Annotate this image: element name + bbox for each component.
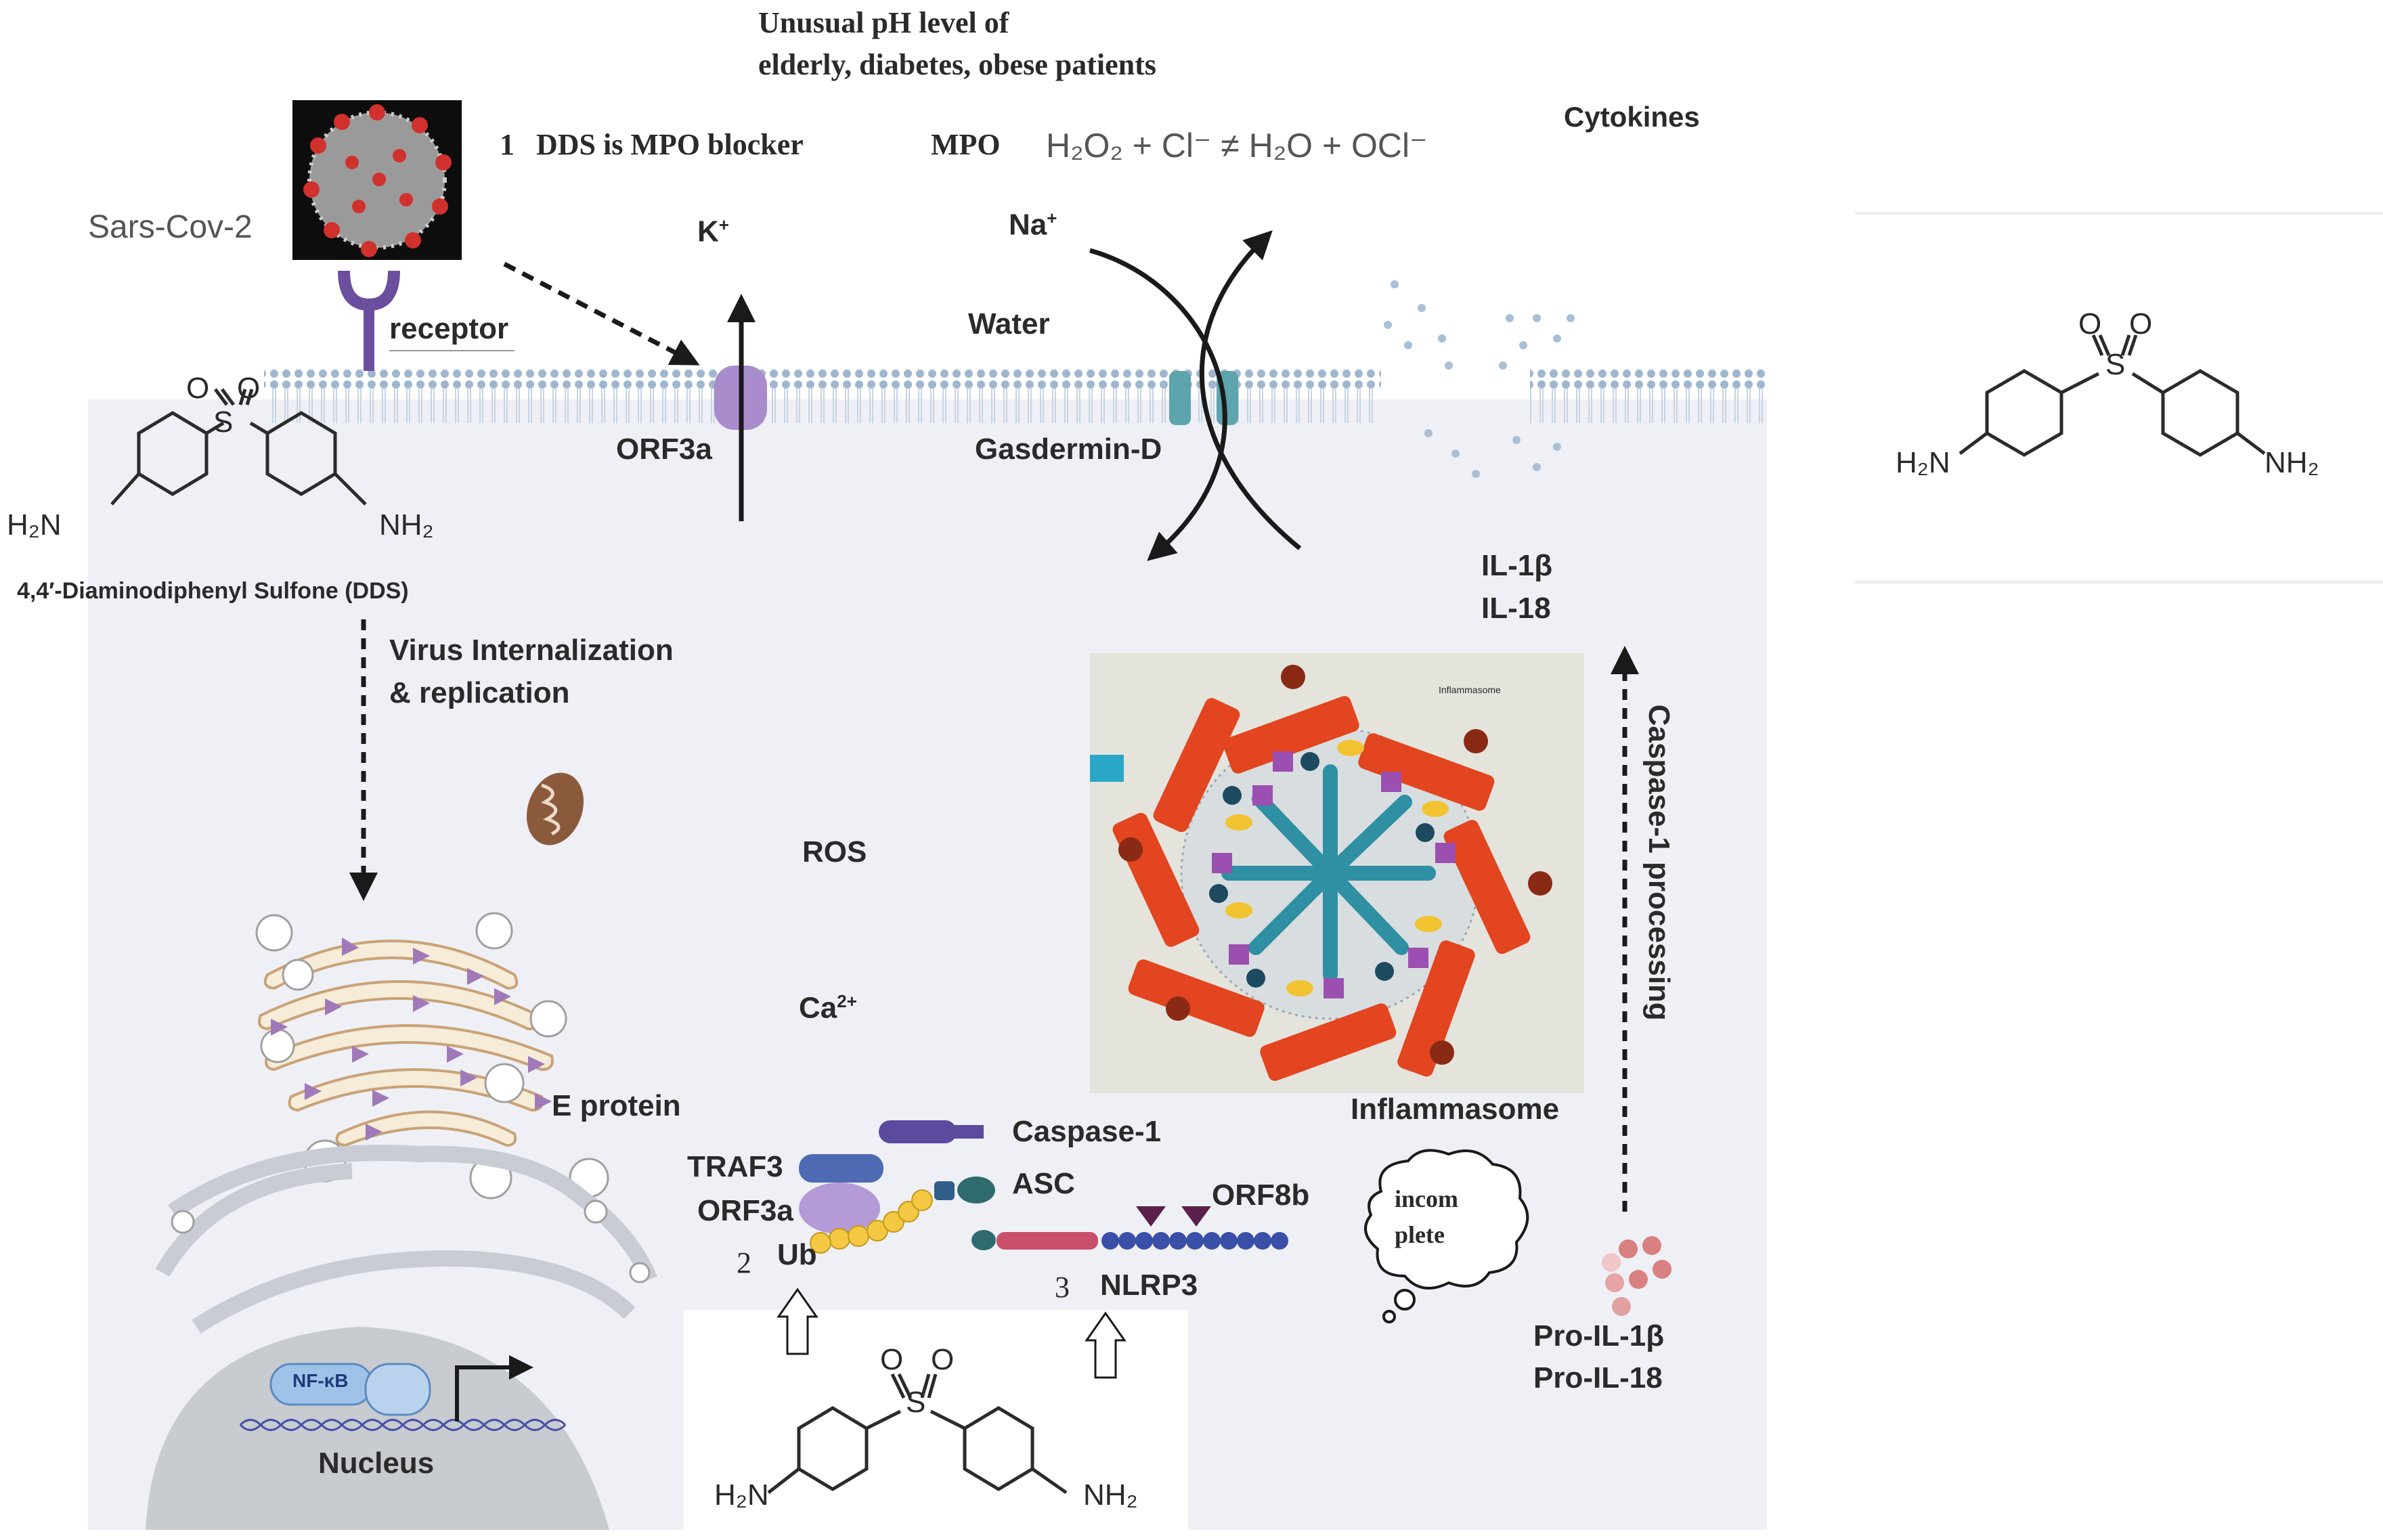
traf3-label: TRAF3 — [687, 1150, 783, 1183]
dds-structure-right — [1959, 334, 2266, 457]
pro-il-18-label: Pro-IL-18 — [1533, 1361, 1663, 1394]
ph-note-line1: Unusual pH level of — [758, 6, 1009, 39]
dds-bottom-oxygen-1: O — [880, 1343, 904, 1376]
thought-bubble-line1: incom — [1395, 1185, 1458, 1212]
calcium-label: Ca2+ — [799, 991, 857, 1025]
dds-mpo-blocker: DDS is MPO blocker — [536, 128, 804, 161]
dds-right-oxygen-1: O — [2078, 307, 2102, 340]
step-1-number: 1 — [500, 128, 515, 161]
orf3a-complex-label: ORF3a — [697, 1194, 793, 1227]
dds-left-oxygen-2: O — [237, 372, 261, 405]
dds-bottom-amine-left: H₂N — [714, 1478, 769, 1512]
nfkb-partner — [364, 1363, 431, 1416]
dds-left-oxygen-1: O — [186, 372, 210, 405]
membrane-rupture — [1384, 280, 1575, 478]
dds-right-panel — [1855, 200, 2383, 586]
dds-right-amine-right: NH₂ — [2265, 446, 2319, 479]
dna-strand — [239, 1419, 567, 1431]
water-label: Water — [968, 307, 1050, 340]
mpo-reaction: H₂O₂ + Cl⁻ ≠ H₂O + OCl⁻ — [1046, 127, 1428, 164]
pro-il-particles — [1602, 1236, 1671, 1316]
caspase-1-processing-label: Caspase-1 processing — [1642, 704, 1676, 1021]
cell-membrane — [264, 369, 1381, 423]
dds-right-amine-left: H₂N — [1896, 446, 1950, 479]
dds-block-arrow-3 — [1085, 1311, 1127, 1379]
cell-membrane-right — [1530, 369, 1767, 423]
dds-block-arrow-2 — [777, 1288, 818, 1355]
k-ion-label: K+ — [697, 215, 729, 248]
inflammasome-label: Inflammasome — [1351, 1093, 1560, 1126]
mitochondrion — [526, 772, 584, 845]
na-ion-label: Na+ — [1009, 208, 1057, 242]
dds-bottom-sulfur: S — [906, 1386, 926, 1419]
orf3a-membrane-label: ORF3a — [616, 433, 712, 466]
cytokines-label: Cytokines — [1564, 101, 1700, 133]
endoplasmic-reticulum — [155, 1145, 658, 1334]
pro-il-1b-label: Pro-IL-1β — [1533, 1319, 1665, 1352]
ubiquitin-chain — [810, 1189, 933, 1254]
orf8b-marker-1 — [1136, 1206, 1166, 1227]
sars-cov-2-image — [292, 100, 462, 260]
dds-full-name: 4,4′-Diaminodiphenyl Sulfone (DDS) — [17, 578, 409, 604]
dds-right-sulfur: S — [2105, 348, 2126, 381]
ros-label: ROS — [802, 835, 867, 868]
orf8b-label: ORF8b — [1212, 1179, 1310, 1212]
dds-bottom-amine-right: NH₂ — [1083, 1478, 1138, 1512]
protein-complex — [799, 1120, 995, 1234]
il-18-label: IL-18 — [1481, 592, 1551, 625]
e-protein-label: E protein — [552, 1089, 681, 1122]
step-2-number: 2 — [737, 1246, 751, 1279]
il-1b-label: IL-1β — [1481, 549, 1553, 582]
asc-label: ASC — [1012, 1167, 1075, 1200]
orf8b-marker-2 — [1181, 1206, 1211, 1227]
dds-bottom-oxygen-2: O — [931, 1343, 955, 1376]
dds-left-amine-left: H₂N — [7, 508, 62, 542]
inflammasome-image — [1090, 653, 1584, 1093]
dds-right-oxygen-2: O — [2129, 307, 2153, 340]
golgi-apparatus — [258, 940, 554, 1147]
gasdermin-left — [1169, 371, 1191, 425]
caspase-1-label: Caspase-1 — [1012, 1115, 1162, 1148]
receptor-shape — [338, 270, 400, 371]
dds-left-sulfur: S — [213, 405, 234, 439]
na-influx-arrow — [1089, 248, 1227, 561]
e-protein-markers — [271, 938, 552, 1141]
thought-bubble-line2: plete — [1395, 1221, 1445, 1248]
virus-replication-label: & replication — [389, 676, 570, 709]
dds-left-amine-right: NH₂ — [379, 508, 434, 542]
cytokine-release-arrow — [1200, 230, 1302, 550]
dds-to-orf3a-arrow — [503, 261, 700, 366]
nlrp3-shape — [971, 1206, 1288, 1250]
dds-structure-bottom — [767, 1373, 1068, 1495]
mpo-label: MPO — [931, 128, 1001, 161]
er-ribosomes — [171, 1200, 651, 1283]
orf3a-complex-shape — [799, 1183, 880, 1234]
sars-cov-2-label: Sars-Cov-2 — [88, 209, 253, 245]
nucleus-label: Nucleus — [318, 1447, 435, 1480]
dds-structure-left — [110, 388, 367, 506]
receptor-label: receptor — [389, 312, 509, 345]
thought-bubble — [1364, 1149, 1529, 1323]
transcription-arrow — [455, 1355, 533, 1422]
ph-note-line2: elderly, diabetes, obese patients — [758, 48, 1156, 81]
step-3-number: 3 — [1055, 1271, 1070, 1304]
virus-internalization-label: Virus Internalization — [389, 634, 674, 667]
ubiquitin-label: Ub — [777, 1238, 817, 1271]
traf3-shape — [799, 1154, 883, 1183]
nfkb-label: NF-κB — [292, 1370, 349, 1391]
gasdermin-d-label: Gasdermin-D — [975, 433, 1162, 466]
inflammasome-inset-title: Inflammasome — [1439, 684, 1501, 695]
nlrp3-label: NLRP3 — [1100, 1269, 1198, 1302]
